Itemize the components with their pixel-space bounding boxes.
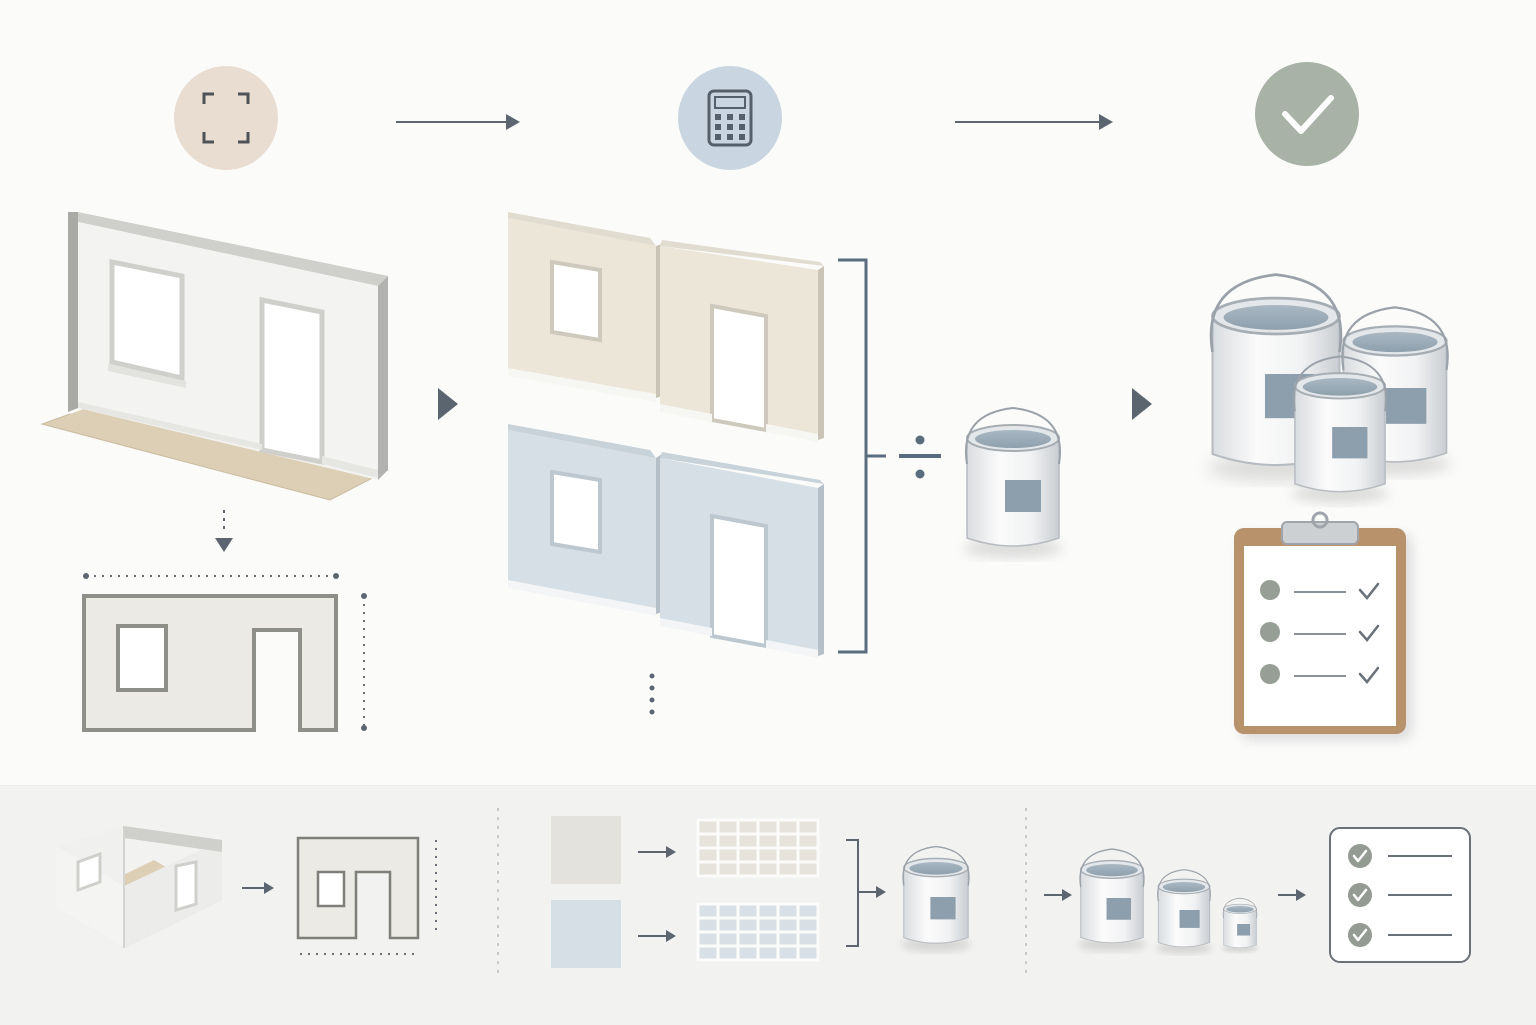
summary-paint-can — [901, 847, 971, 952]
summary-room-model — [56, 826, 222, 948]
panels-bracket — [838, 258, 886, 654]
step-arrow-2 — [955, 114, 1113, 130]
clipboard-checklist — [1234, 511, 1412, 740]
summary-arrow-1 — [242, 882, 274, 894]
calculator-icon — [707, 89, 753, 147]
summary-arrow-2 — [1044, 889, 1072, 901]
step-measure — [174, 66, 278, 170]
step-complete — [1255, 62, 1359, 166]
divide-symbol — [899, 435, 941, 479]
summary-color-swatches — [551, 816, 676, 968]
wall-panel-blue-window — [508, 424, 662, 616]
wall-doorway — [259, 296, 325, 466]
summary-bracket — [846, 839, 886, 947]
wall-3d-model — [40, 212, 389, 501]
wall-panel-blue-door — [660, 452, 824, 658]
step-arrow-1 — [396, 114, 520, 130]
summary-arrow-3 — [1278, 889, 1306, 901]
wall-window — [109, 258, 185, 382]
summary-grid-beige — [696, 818, 820, 878]
summary-elevation — [296, 836, 437, 955]
flow-arrow-1 — [438, 388, 458, 420]
summary-grid-blue — [696, 902, 820, 962]
checkmark-icon — [1282, 95, 1334, 134]
measure-frame-icon — [202, 92, 250, 144]
step-calculate — [678, 66, 782, 170]
more-panels-ellipsis — [649, 673, 655, 715]
flow-arrow-2 — [1132, 388, 1152, 420]
dotted-down-arrow — [215, 510, 233, 552]
wall-panel-beige-window — [508, 212, 662, 402]
paint-can-single — [963, 408, 1063, 558]
paint-can-group — [1207, 275, 1451, 504]
wall-panel-beige-door — [660, 240, 824, 442]
summary-checklist-card — [1329, 827, 1471, 963]
wall-elevation-plan — [82, 573, 367, 732]
summary-paint-cans — [1078, 849, 1258, 954]
